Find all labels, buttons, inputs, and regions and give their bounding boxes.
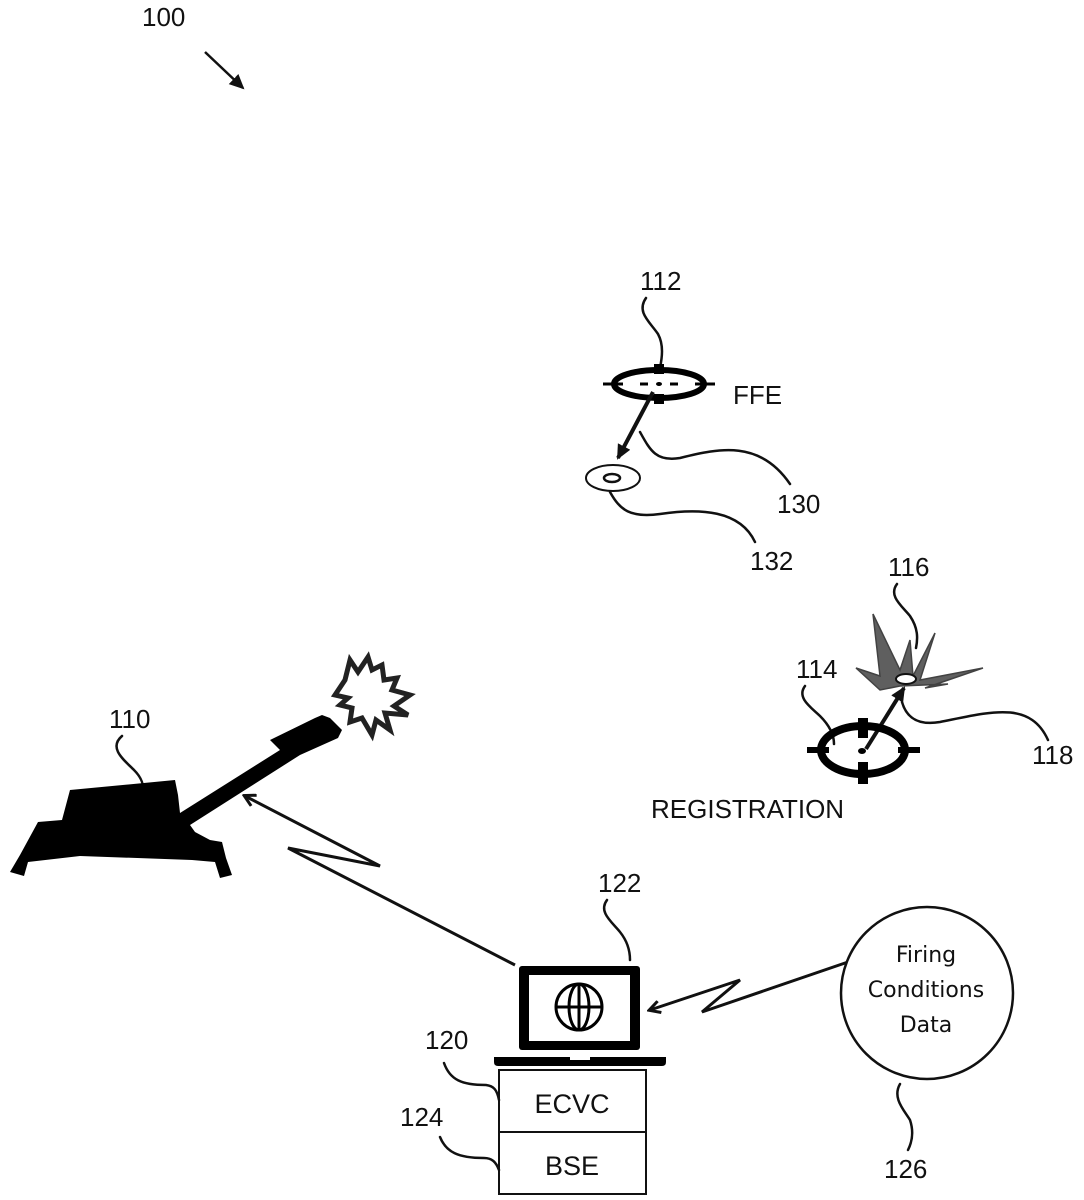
weapon-howitzer-icon	[10, 715, 342, 878]
ref-130: 130	[777, 489, 820, 519]
ref-122: 122	[598, 868, 641, 898]
ref-114: 114	[796, 654, 837, 684]
wireless-link-to-computer	[650, 960, 849, 1012]
firing-conditions-circle	[839, 905, 1015, 1081]
ref-124: 124	[400, 1102, 443, 1132]
muzzle-flash-icon	[330, 651, 416, 742]
crosshair-target-icon	[603, 364, 715, 404]
ffe-target-group: 112 FFE 130 132	[585, 266, 820, 576]
figure-number: 100	[142, 2, 185, 32]
leader-118	[900, 700, 1050, 742]
firing-conditions-line-1: Firing	[896, 943, 956, 968]
globe-icon	[554, 982, 604, 1032]
leader-132	[608, 490, 757, 544]
leader-130	[638, 430, 792, 486]
ref-112: 112	[640, 266, 681, 296]
firing-conditions-line-2: Conditions	[868, 978, 984, 1003]
ref-110: 110	[109, 704, 150, 734]
ref-116: 116	[888, 552, 929, 582]
leader-120	[442, 1061, 501, 1102]
leader-126	[896, 1082, 914, 1152]
figure-arrow-icon	[204, 51, 245, 90]
burst-icon	[855, 613, 984, 691]
ref-132: 132	[750, 546, 793, 576]
ref-126: 126	[884, 1154, 927, 1184]
leader-124	[438, 1135, 501, 1172]
firing-conditions-group: Firing Conditions Data 126	[650, 905, 1015, 1184]
figure-reference: 100	[142, 2, 245, 90]
firing-conditions-line-3: Data	[900, 1013, 953, 1038]
weapon-group: 110	[10, 651, 416, 878]
software-stack: ECVC BSE 120 124	[400, 1025, 647, 1195]
bse-box	[498, 1131, 647, 1195]
registration-group: 116 114 118 REGISTRATION	[651, 552, 1073, 824]
ref-118: 118	[1032, 740, 1073, 770]
miss-vector-arrow	[864, 686, 906, 751]
registration-label: REGISTRATION	[651, 794, 844, 824]
bse-label: BSE	[545, 1151, 599, 1181]
ffe-label: FFE	[733, 380, 782, 410]
computer-group: 122	[494, 868, 666, 1066]
impact-point-icon	[895, 673, 917, 685]
ref-120: 120	[425, 1025, 468, 1055]
wireless-link-to-weapon	[245, 796, 516, 967]
crosshair-target-icon	[807, 718, 920, 784]
leader-116	[892, 582, 919, 650]
adjusted-aim-point-icon	[585, 464, 641, 492]
correction-arrow	[616, 391, 655, 460]
leader-122	[602, 898, 632, 962]
leader-112	[641, 296, 664, 370]
ecvc-label: ECVC	[534, 1089, 609, 1119]
